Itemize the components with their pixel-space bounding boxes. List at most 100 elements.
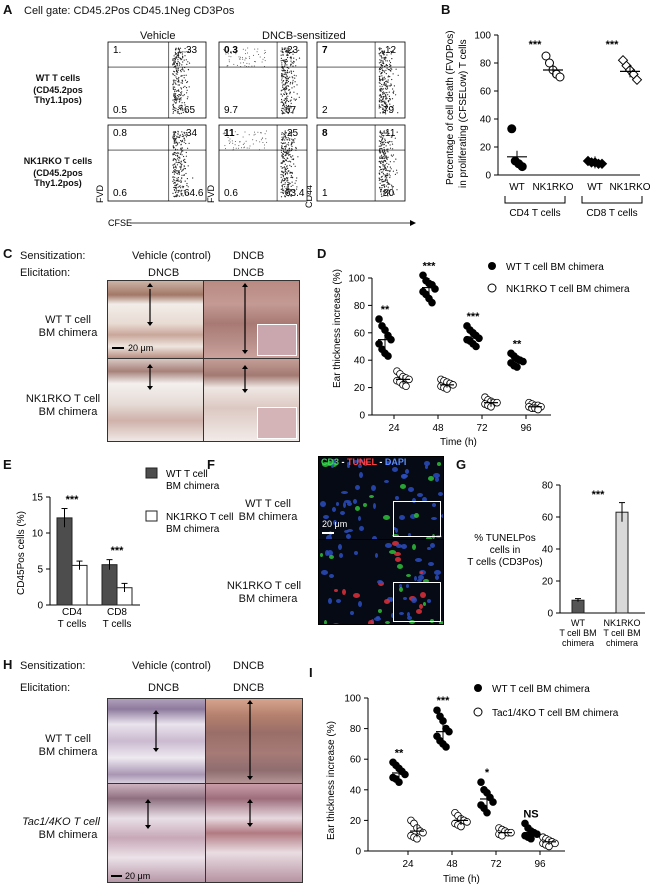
fluor-cell bbox=[359, 472, 363, 478]
flow-event-dot bbox=[386, 181, 389, 183]
flow-event-dot bbox=[387, 192, 389, 194]
flow-event-dot bbox=[380, 162, 382, 164]
flow-event-dot bbox=[388, 163, 390, 165]
flow-event-dot bbox=[264, 66, 265, 67]
flow-event-dot bbox=[383, 185, 385, 188]
flow-event-dot bbox=[291, 158, 293, 160]
flow-event-dot bbox=[381, 181, 383, 183]
flow-event-dot bbox=[379, 68, 381, 70]
flow-event-dot bbox=[280, 60, 282, 62]
flow-event-dot bbox=[178, 106, 180, 108]
fluor-cell bbox=[354, 551, 358, 555]
flow-event-dot bbox=[280, 142, 282, 144]
flow-event-dot bbox=[285, 190, 287, 192]
flow-event-dot bbox=[182, 109, 184, 111]
flow-event-dot bbox=[284, 76, 286, 78]
h-scalebar: 20 μm bbox=[125, 871, 150, 881]
flow-event-dot bbox=[382, 107, 384, 109]
flow-event-dot bbox=[178, 105, 180, 107]
flow-event-dot bbox=[290, 161, 292, 163]
flow-event-dot bbox=[285, 132, 287, 134]
flow-event-dot bbox=[287, 186, 289, 188]
fluor-cell bbox=[338, 544, 342, 550]
flow-event-dot bbox=[383, 135, 385, 137]
fluorescence-f-wt bbox=[318, 456, 444, 540]
flow-event-dot bbox=[386, 172, 388, 175]
flow-event-dot bbox=[289, 83, 291, 85]
flow-event-dot bbox=[283, 157, 285, 160]
flow-event-dot bbox=[280, 57, 282, 60]
flow-event-dot bbox=[174, 102, 176, 104]
b-point bbox=[517, 162, 527, 172]
flow-event-dot bbox=[389, 147, 392, 149]
e-cat1b: T cells bbox=[58, 619, 87, 630]
flow-event-dot bbox=[254, 61, 256, 63]
fluor-cell bbox=[320, 553, 323, 557]
e-y-tick-label: 5 bbox=[37, 565, 43, 576]
flow-event-dot bbox=[382, 184, 384, 186]
flow-event-dot bbox=[245, 140, 247, 142]
flow-event-dot bbox=[381, 88, 383, 90]
flow-event-dot bbox=[187, 69, 190, 71]
d-y-tick-label: 60 bbox=[354, 328, 366, 339]
flow-event-dot bbox=[382, 57, 384, 59]
fluor-cell bbox=[411, 597, 417, 603]
fluor-cell bbox=[334, 589, 338, 592]
g-cat1a: WT bbox=[571, 618, 585, 628]
flow-event-dot bbox=[298, 57, 301, 59]
c-scalebar: 20 μm bbox=[128, 343, 153, 353]
flow-event-dot bbox=[379, 152, 382, 154]
flow-event-dot bbox=[291, 176, 293, 178]
flow-event-dot bbox=[383, 70, 385, 72]
flow-event-dot bbox=[385, 167, 387, 170]
flow-event-dot bbox=[258, 54, 260, 55]
flow-event-dot bbox=[282, 175, 285, 177]
flow-event-dot bbox=[180, 107, 182, 109]
flow-event-dot bbox=[174, 93, 177, 95]
flow-event-dot bbox=[284, 179, 286, 181]
flow-event-dot bbox=[282, 171, 284, 173]
flow-event-dot bbox=[378, 107, 380, 109]
flow-event-dot bbox=[265, 138, 267, 140]
flow-event-dot bbox=[183, 174, 185, 176]
flow-event-dot bbox=[240, 66, 242, 67]
flow-event-dot bbox=[177, 142, 179, 144]
flow-event-dot bbox=[391, 58, 393, 60]
c-elic-label: Elicitation: bbox=[20, 267, 71, 279]
flow-event-dot bbox=[292, 70, 295, 72]
flow-event-dot bbox=[378, 150, 380, 152]
flow-event-dot bbox=[176, 78, 178, 80]
flow-event-dot bbox=[183, 141, 185, 143]
i-x-tick-label: 24 bbox=[402, 859, 414, 870]
fluor-cell bbox=[417, 493, 423, 497]
d-ylabel: Ear thickness increase (%) bbox=[332, 269, 343, 388]
flow-event-dot bbox=[178, 98, 180, 100]
flow-event-dot bbox=[380, 106, 382, 108]
flow-event-dot bbox=[248, 147, 250, 149]
flow-event-dot bbox=[379, 166, 381, 168]
fluor-cell bbox=[383, 515, 390, 520]
flow-event-dot bbox=[185, 172, 187, 175]
flow-event-dot bbox=[381, 140, 383, 142]
flow-event-dot bbox=[291, 148, 293, 150]
flow-event-dot bbox=[242, 48, 244, 50]
flow-event-dot bbox=[238, 145, 240, 147]
flow-event-dot bbox=[178, 51, 180, 54]
flow-event-dot bbox=[287, 185, 289, 187]
h-row2b: BM chimera bbox=[38, 829, 98, 841]
flow-event-dot bbox=[383, 76, 385, 78]
flow-event-dot bbox=[184, 51, 186, 53]
flow-event-dot bbox=[392, 170, 394, 172]
flow-event-dot bbox=[391, 68, 393, 70]
c-col2b: DNCB bbox=[233, 267, 265, 279]
flow-event-dot bbox=[286, 82, 288, 84]
flow-event-dot bbox=[283, 73, 285, 75]
flow-event-dot bbox=[174, 137, 176, 139]
flow-event-dot bbox=[287, 142, 290, 144]
i-legend-marker-wt bbox=[474, 684, 482, 692]
flow-event-dot bbox=[282, 160, 284, 162]
flow-event-dot bbox=[379, 173, 381, 175]
flow-event-dot bbox=[178, 159, 180, 161]
flow-event-dot bbox=[284, 47, 286, 49]
flow-event-dot bbox=[263, 147, 265, 149]
